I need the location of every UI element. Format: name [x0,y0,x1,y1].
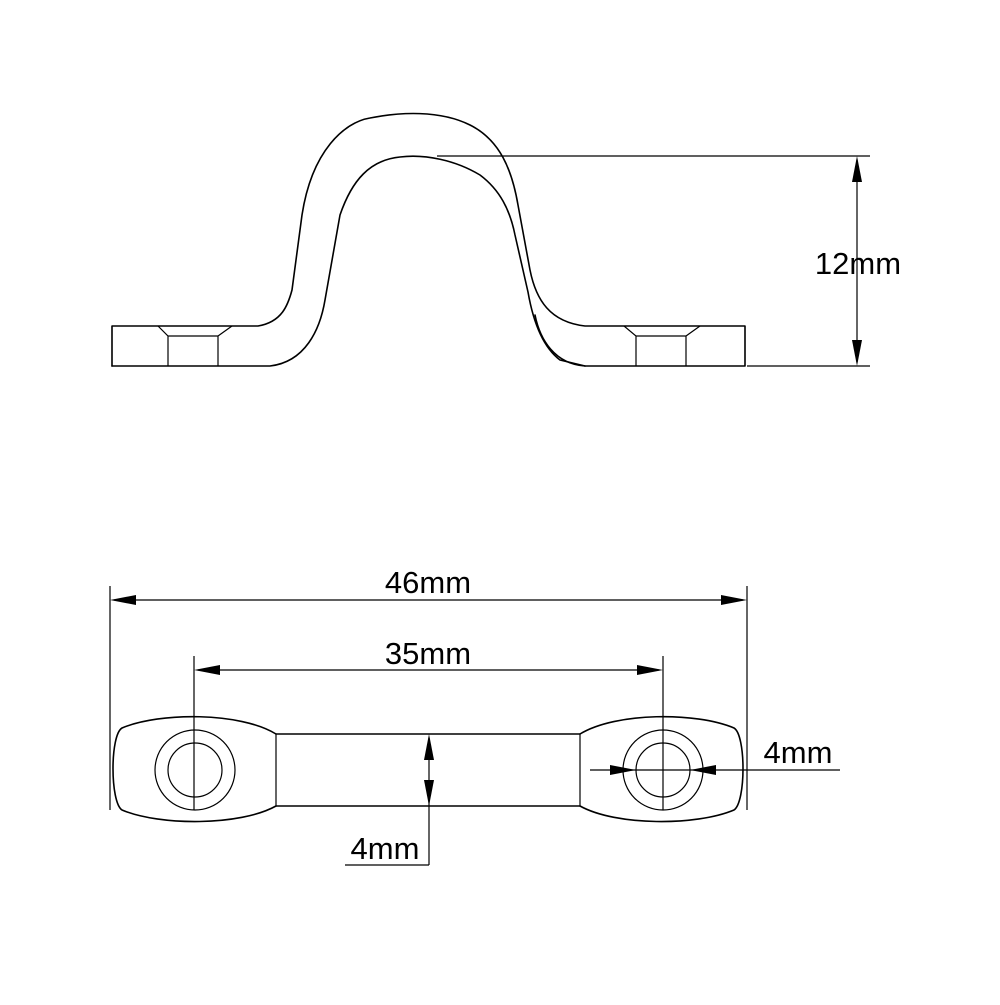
left-hole-outer [154,729,236,811]
hole-diameter-label: 4mm [764,735,833,770]
side-view-outer-profile [111,112,746,367]
side-view-inner-profile [111,155,586,367]
left-countersink [157,325,233,366]
length-arrow-left [110,595,136,605]
spacing-arrow-left [194,665,220,675]
top-view: 46mm 35mm 4mm 4mm [109,565,840,866]
hole-arrow-left [610,765,636,775]
strap-width-label: 4mm [351,831,420,866]
left-hole-inner [167,742,223,798]
overall-length-label: 46mm [385,565,471,600]
width-arrow-bottom [424,780,434,806]
hole-arrow-right [690,765,716,775]
right-lobe [579,715,744,823]
height-arrow-bottom [852,340,862,366]
side-view: 12mm [111,112,901,367]
height-arrow-top [852,156,862,182]
hole-spacing-label: 35mm [385,636,471,671]
length-arrow-right [721,595,747,605]
height-label: 12mm [815,246,901,281]
spacing-arrow-right [637,665,663,675]
left-lobe [112,715,277,823]
right-countersink [623,325,701,366]
width-arrow-top [424,734,434,760]
